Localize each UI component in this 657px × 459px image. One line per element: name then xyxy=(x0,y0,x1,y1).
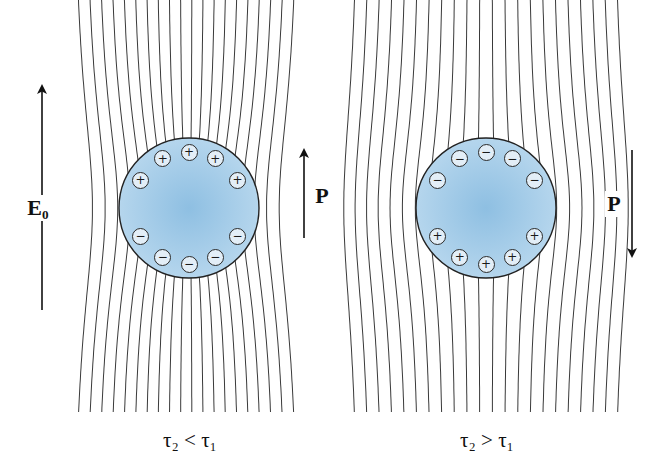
sphere xyxy=(119,138,259,278)
charge-sign: + xyxy=(481,258,491,270)
charge-sign: + xyxy=(507,251,517,263)
charge-symbol: − xyxy=(478,144,495,161)
charge-sign: − xyxy=(210,251,220,263)
polarization-arrow xyxy=(303,150,305,238)
charge-symbol: + xyxy=(207,150,224,167)
field-line xyxy=(79,0,93,412)
charge-symbol: − xyxy=(132,228,149,245)
charge-symbol: + xyxy=(478,256,495,273)
polarization-label: P xyxy=(605,191,622,217)
charge-symbol: − xyxy=(504,150,521,167)
polarization-arrow xyxy=(631,150,633,256)
field-lines xyxy=(79,0,629,412)
charge-sign: − xyxy=(432,174,442,186)
charge-symbol: − xyxy=(154,249,171,266)
charge-sign: + xyxy=(184,146,194,158)
field-label: E₀ xyxy=(25,195,50,221)
field-line xyxy=(90,0,105,412)
charge-sign: + xyxy=(432,230,442,242)
charge-sign: + xyxy=(529,230,539,242)
field-line xyxy=(402,0,416,412)
charge-symbol: + xyxy=(429,228,446,245)
charge-sign: − xyxy=(184,258,194,270)
charge-symbol: + xyxy=(526,228,543,245)
field-line xyxy=(593,0,606,412)
condition-label: τ₂ < τ₁ xyxy=(161,428,219,453)
field-line xyxy=(367,0,380,412)
charge-sign: − xyxy=(135,230,145,242)
charge-sign: + xyxy=(455,251,465,263)
charge-sign: − xyxy=(529,174,539,186)
charge-sign: − xyxy=(455,153,465,165)
field-line xyxy=(102,0,118,412)
charge-sign: + xyxy=(210,153,220,165)
field-line xyxy=(355,0,367,412)
charge-symbol: + xyxy=(229,172,246,189)
charge-sign: + xyxy=(232,174,242,186)
field-line xyxy=(378,0,391,412)
polarization-label: P xyxy=(313,183,330,209)
charge-sign: − xyxy=(481,146,491,158)
sphere xyxy=(416,138,556,278)
condition-label: τ₂ > τ₁ xyxy=(458,428,516,453)
charge-symbol: − xyxy=(526,172,543,189)
charge-sign: − xyxy=(507,153,517,165)
charge-symbol: + xyxy=(451,249,468,266)
field-line xyxy=(267,0,283,412)
charge-symbol: − xyxy=(181,256,198,273)
field-line xyxy=(568,0,582,412)
charge-symbol: + xyxy=(504,249,521,266)
charge-symbol: + xyxy=(181,144,198,161)
field-line xyxy=(390,0,404,412)
charge-symbol: − xyxy=(229,228,246,245)
charge-sign: − xyxy=(158,251,168,263)
charge-symbol: − xyxy=(207,249,224,266)
charge-sign: + xyxy=(158,153,168,165)
field-line xyxy=(344,0,355,412)
field-line xyxy=(279,0,294,412)
field-line xyxy=(556,0,570,412)
charge-symbol: − xyxy=(429,172,446,189)
charge-symbol: + xyxy=(132,172,149,189)
field-line xyxy=(581,0,594,412)
charge-sign: + xyxy=(135,174,145,186)
charge-sign: − xyxy=(232,230,242,242)
